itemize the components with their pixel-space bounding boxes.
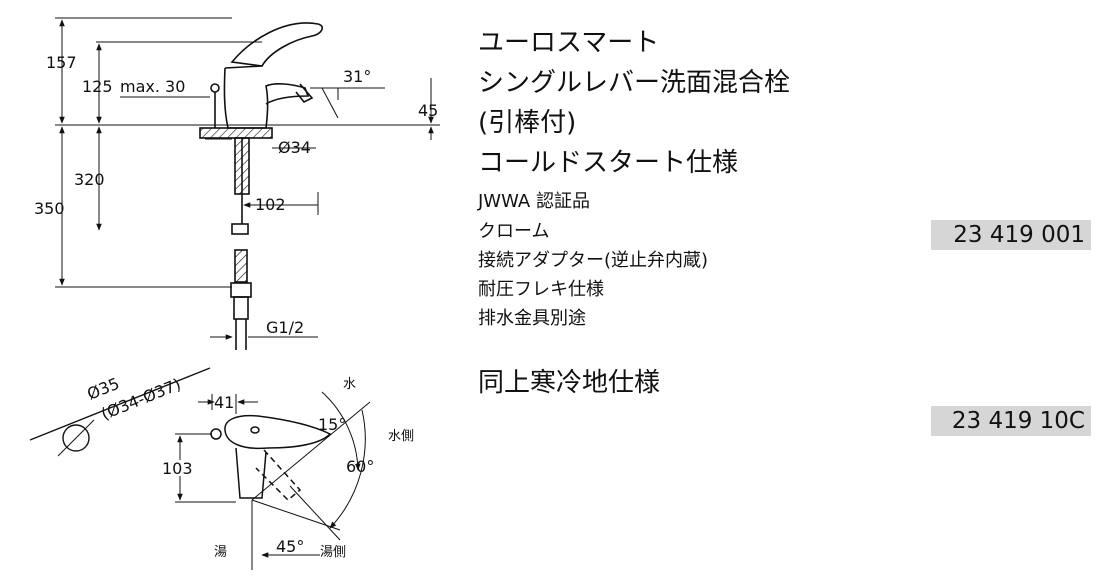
spec-line-4: 耐圧フレキ仕様 (478, 279, 604, 300)
dim-45: 45 (418, 101, 438, 120)
dim-350: 350 (34, 199, 65, 218)
dim-125: 125 (82, 77, 113, 96)
dim-45deg: 45° (276, 537, 304, 556)
dim-157: 157 (46, 53, 77, 72)
dim-102: 102 (255, 195, 286, 214)
product-title-line-4: コールドスタート仕様 (478, 148, 739, 178)
dim-103: 103 (162, 459, 193, 478)
part-number-main: 23 419 001 (931, 220, 1091, 250)
product-title-line-3: (引棒付) (478, 108, 577, 138)
dim-41: 41 (214, 393, 234, 412)
spec-line-1: JWWA 認証品 (478, 191, 590, 212)
label-hot: 湯 (214, 545, 227, 560)
dim-g12: G1/2 (266, 318, 304, 337)
dim-60deg: 60° (346, 457, 374, 476)
faucet-side-view (199, 22, 324, 350)
spec-line-5: 排水金具別途 (478, 308, 586, 329)
faucet-top-view (210, 414, 332, 502)
label-water-side: 水側 (388, 429, 414, 444)
technical-drawing: 157 125 max. 30 31° 45 Ø34 320 350 102 G… (29, 17, 440, 570)
dim-15deg: 15° (318, 415, 346, 434)
dim-31deg: 31° (343, 67, 371, 86)
product-title-line-1: ユーロスマート (478, 28, 660, 58)
variant-title: 同上寒冷地仕様 (478, 368, 661, 398)
mounting-hole-view (29, 367, 211, 457)
spec-line-2: クローム (478, 221, 550, 242)
part-number-variant: 23 419 10C (931, 406, 1091, 436)
product-title-line-2: シングルレバー洗面混合栓 (478, 68, 791, 98)
spec-line-3: 接続アダプター(逆止弁内蔵) (478, 250, 709, 271)
dimension-lines-side (55, 17, 440, 340)
label-water: 水 (343, 377, 356, 392)
dim-320: 320 (74, 170, 105, 189)
dim-max30: max. 30 (120, 77, 185, 96)
label-hot-side: 湯側 (320, 545, 346, 560)
dimension-lines-top (175, 391, 371, 570)
dim-dia34: Ø34 (278, 138, 311, 157)
